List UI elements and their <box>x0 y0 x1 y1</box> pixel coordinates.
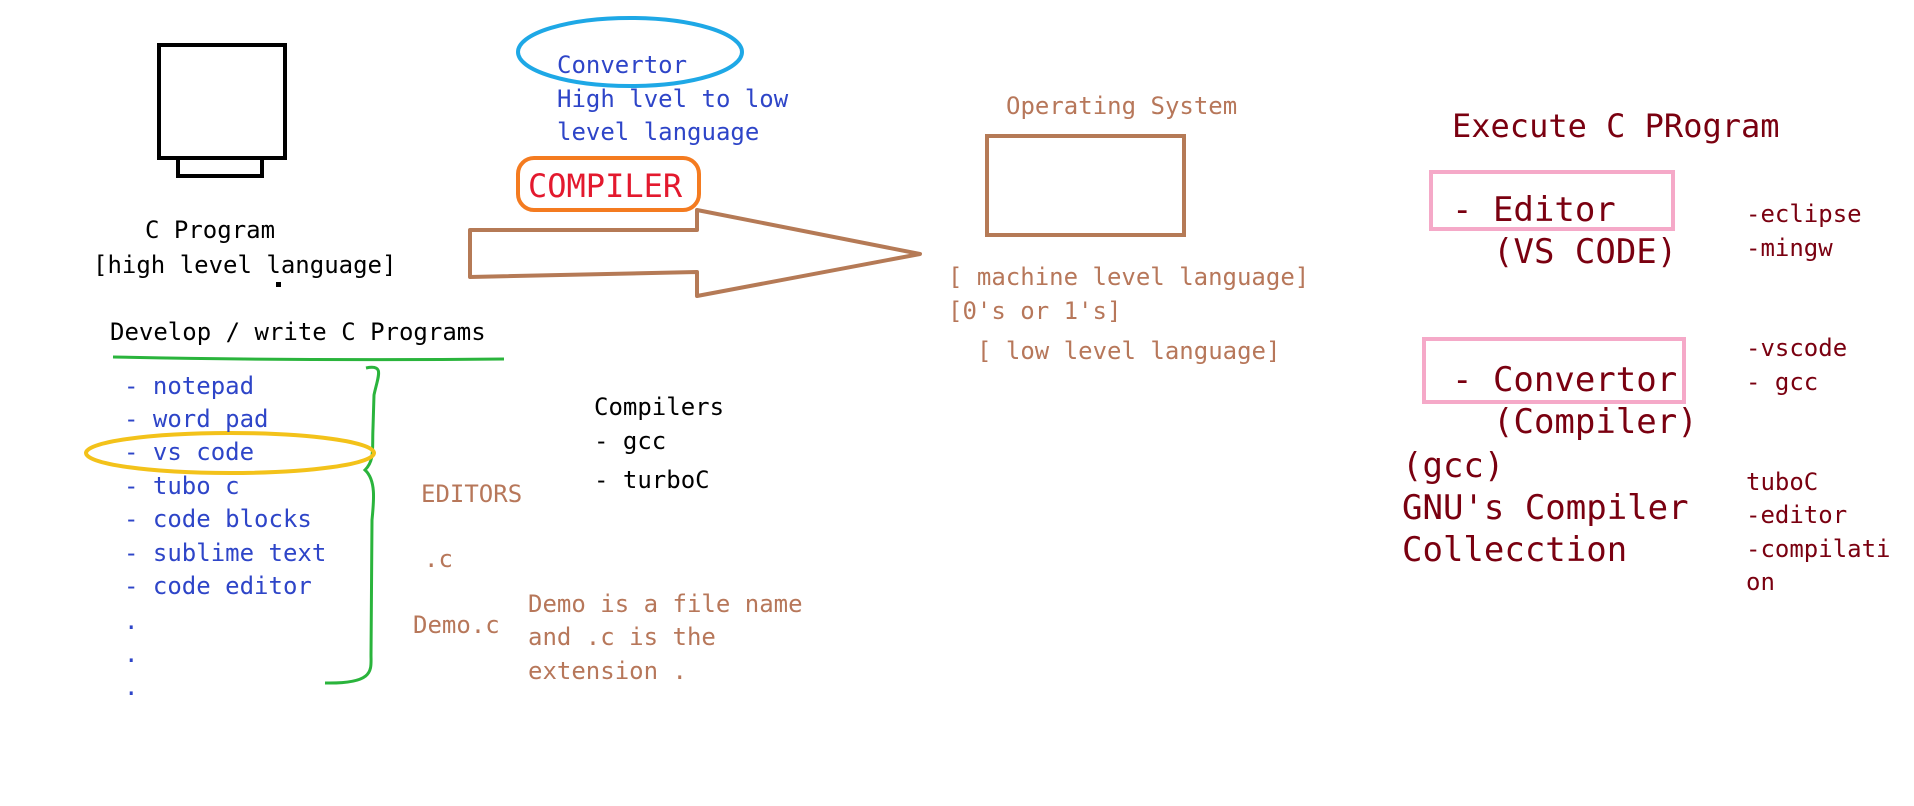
editor-list-item: - word pad <box>124 405 269 433</box>
editor-list-item: - tubo c <box>124 472 240 500</box>
compilers-title: Compilers <box>594 393 725 421</box>
program-level: [high level language] <box>93 251 397 279</box>
develop-heading: Develop / write C Programs <box>110 318 486 346</box>
editor-list-dot: . <box>124 607 139 635</box>
editors-label: EDITORS <box>421 480 523 508</box>
vscode-highlight-ellipse <box>84 431 376 475</box>
editor-list-dot: . <box>124 673 139 701</box>
monitor-icon <box>157 43 287 178</box>
os-title: Operating System <box>1006 92 1238 120</box>
convertor-highlight-box <box>1422 337 1686 404</box>
extension-label: .c <box>424 545 453 573</box>
ink-dot <box>276 282 281 287</box>
side-note: on <box>1746 568 1775 596</box>
side-note: -eclipse <box>1746 200 1862 228</box>
execute-title: Execute C PRogram <box>1452 107 1780 145</box>
side-note: tuboC <box>1746 468 1819 496</box>
extension-note-line3: extension . <box>528 657 687 685</box>
os-low-level: [ low level language] <box>977 337 1281 365</box>
os-machine-level: [ machine level language] <box>948 263 1310 291</box>
editor-list-item: - code blocks <box>124 505 312 533</box>
editor-list-item: - code editor <box>124 572 312 600</box>
execute-gnu-line1: GNU's Compiler <box>1402 488 1689 528</box>
extension-note-line1: Demo is a file name <box>528 590 803 618</box>
editor-highlight-box <box>1429 170 1675 231</box>
extension-note-line2: and .c is the <box>528 623 716 651</box>
compiler-item: - turboC <box>594 466 710 494</box>
execute-gcc: (gcc) <box>1402 446 1505 486</box>
compiler-label: COMPILER <box>528 167 683 205</box>
execute-editor-sub: (VS CODE) <box>1493 232 1678 272</box>
side-note: -vscode <box>1746 334 1848 362</box>
editor-list-dot: . <box>124 640 139 668</box>
execute-convertor: - Convertor <box>1452 360 1678 400</box>
editor-list-item: - sublime text <box>124 539 327 567</box>
editor-list-item: - notepad <box>124 372 255 400</box>
side-note: -editor <box>1746 501 1848 529</box>
conversion-arrow <box>468 208 922 298</box>
execute-gnu-line2: Collecction <box>1402 530 1628 570</box>
compiler-highlight-box <box>516 156 701 212</box>
editor-list-item: - vs code <box>124 438 255 466</box>
compiler-item: - gcc <box>594 427 667 455</box>
convertor-title: Convertor <box>557 51 688 79</box>
execute-convertor-sub: (Compiler) <box>1493 402 1698 442</box>
side-note: - gcc <box>1746 368 1819 396</box>
side-note: -compilati <box>1746 535 1891 563</box>
program-name: C Program <box>145 216 276 244</box>
editors-bracket <box>324 365 381 685</box>
execute-editor: - Editor <box>1452 190 1616 230</box>
os-binary: [0's or 1's] <box>948 297 1122 325</box>
convertor-line2: level language <box>557 118 760 146</box>
convertor-highlight-ellipse <box>516 16 744 88</box>
heading-underline <box>112 355 505 362</box>
file-name-label: Demo.c <box>413 611 500 639</box>
convertor-line1: High lvel to low <box>557 85 789 113</box>
os-box <box>985 134 1186 237</box>
side-note: -mingw <box>1746 234 1833 262</box>
